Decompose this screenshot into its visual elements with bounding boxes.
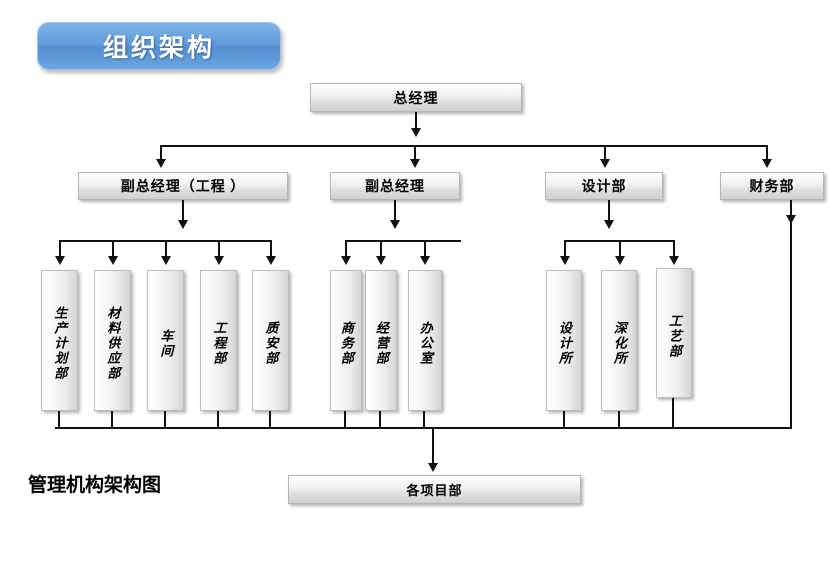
edge-to-production-plan [59, 240, 61, 258]
edge-design-institute-down [563, 411, 565, 428]
node-detailing-institute-label: 深化所 [611, 321, 627, 366]
edge-to-design-institute [564, 240, 566, 258]
diagram-caption: 管理机构架构图 [28, 475, 162, 496]
node-quality-safety-label: 质安部 [263, 321, 279, 366]
edge-bus-to-vp-gen-arrow [410, 159, 420, 168]
node-finance-dept[interactable]: 财务部 [720, 172, 824, 200]
edge-to-operations-arrow [376, 256, 386, 265]
edge-finance-down [790, 200, 792, 428]
node-project-depts[interactable]: 各项目部 [288, 475, 581, 504]
edge-to-quality-safety [270, 240, 272, 258]
edge-to-operations [380, 240, 382, 258]
node-engineering[interactable]: 工程部 [200, 270, 237, 411]
edge-vp-eng-stem [182, 200, 184, 222]
edge-finance-down-arrow [786, 215, 796, 224]
node-design-dept-label: 设计部 [581, 180, 627, 195]
edge-engineering-down [217, 411, 219, 428]
edge-business-down [344, 411, 346, 428]
edge-office-down [423, 411, 425, 428]
node-finance-dept-label: 财务部 [749, 180, 795, 195]
edge-operations-down [379, 411, 381, 428]
node-vp-gen-label: 副总经理 [365, 180, 425, 195]
node-material-supply-label: 材料供应部 [105, 306, 121, 381]
edge-bus-to-vp-gen [414, 145, 416, 161]
edge-to-office-arrow [420, 256, 430, 265]
edge-to-design-institute-arrow [560, 256, 570, 265]
node-design-institute[interactable]: 设计所 [546, 270, 582, 411]
edge-vp-gen-stem-arrow [390, 220, 400, 229]
node-design-dept[interactable]: 设计部 [545, 172, 663, 200]
edge-bus-to-project-depts-arrow [428, 463, 438, 472]
edge-to-material-supply [112, 240, 114, 258]
node-production-plan-label: 生产计划部 [52, 306, 68, 381]
node-production-plan[interactable]: 生产计划部 [41, 270, 78, 411]
edge-workshop-down [164, 411, 166, 428]
edge-to-workshop-arrow [161, 256, 171, 265]
edge-process-dept-down [672, 398, 674, 428]
edge-to-engineering [218, 240, 220, 258]
edge-vp-eng-stem-arrow [178, 220, 188, 229]
edge-material-supply-down [111, 411, 113, 428]
node-process-dept[interactable]: 工艺部 [656, 268, 692, 398]
edge-design-stem [608, 200, 610, 222]
edge-to-detailing-institute [619, 240, 621, 258]
edge-to-material-supply-arrow [108, 256, 118, 265]
node-detailing-institute[interactable]: 深化所 [601, 270, 637, 411]
node-workshop-label: 车间 [158, 328, 174, 359]
node-workshop[interactable]: 车间 [147, 270, 184, 411]
edge-to-office [424, 240, 426, 258]
edge-bus-to-design [604, 145, 606, 161]
edge-bus-to-vp-eng-arrow [156, 159, 166, 168]
node-office[interactable]: 办公室 [408, 270, 442, 411]
edge-to-process-dept-arrow [669, 256, 679, 265]
edge-vp-gen-stem [394, 200, 396, 222]
node-office-label: 办公室 [417, 321, 433, 366]
node-vp-eng[interactable]: 副总经理（工程 ） [78, 172, 288, 200]
node-engineering-label: 工程部 [211, 321, 227, 366]
edge-bus-to-project-depts [432, 427, 434, 465]
node-business-label: 商务部 [338, 321, 354, 366]
edge-detailing-institute-down [618, 411, 620, 428]
node-ceo-label: 总经理 [393, 91, 439, 107]
edge-to-detailing-institute-arrow [615, 256, 625, 265]
edge-bus-to-finance [766, 145, 768, 161]
edge-to-quality-safety-arrow [266, 256, 276, 265]
edge-production-plan-down [58, 411, 60, 428]
edge-bus-to-finance-arrow [762, 159, 772, 168]
node-operations[interactable]: 经营部 [365, 270, 397, 411]
edge-design-stem-arrow [604, 220, 614, 229]
edge-to-workshop [165, 240, 167, 258]
node-ceo[interactable]: 总经理 [310, 83, 522, 112]
edge-to-process-dept [673, 240, 675, 258]
bus-group-general [345, 240, 461, 242]
edge-to-business-arrow [341, 256, 351, 265]
node-quality-safety[interactable]: 质安部 [252, 270, 289, 411]
node-design-institute-label: 设计所 [556, 321, 572, 366]
edge-to-engineering-arrow [214, 256, 224, 265]
node-vp-gen[interactable]: 副总经理 [330, 172, 460, 200]
bus-level2 [160, 145, 768, 147]
node-process-dept-label: 工艺部 [666, 313, 682, 359]
node-operations-label: 经营部 [373, 321, 389, 366]
node-vp-eng-label: 副总经理（工程 ） [120, 180, 246, 195]
edge-to-business [345, 240, 347, 258]
title-badge: 组织架构 [37, 22, 281, 70]
edge-to-production-plan-arrow [55, 256, 65, 265]
bus-project-depts [55, 427, 792, 429]
node-business[interactable]: 商务部 [330, 270, 362, 411]
edge-ceo-stem-arrow [411, 128, 421, 137]
edge-ceo-stem [415, 112, 417, 130]
edge-bus-to-vp-eng [160, 145, 162, 161]
edge-quality-safety-down [269, 411, 271, 428]
edge-bus-to-design-arrow [600, 159, 610, 168]
title-badge-label: 组织架构 [102, 34, 215, 62]
node-project-depts-label: 各项目部 [406, 483, 463, 498]
node-material-supply[interactable]: 材料供应部 [94, 270, 131, 411]
